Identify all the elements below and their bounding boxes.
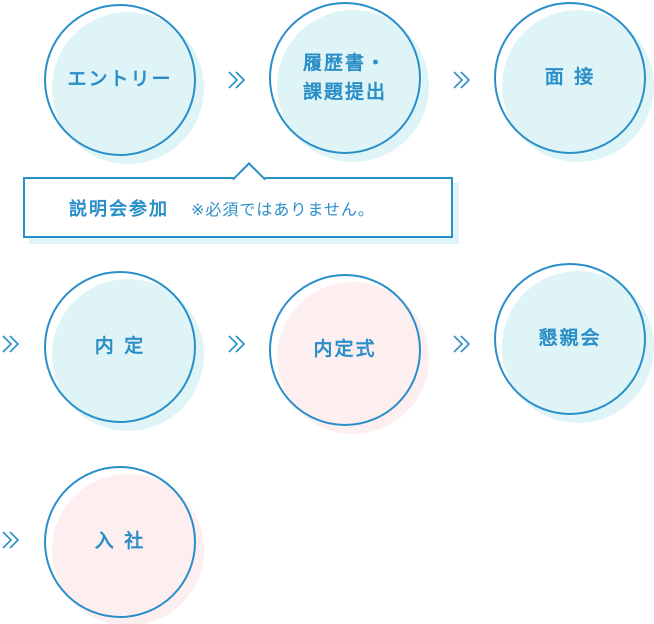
step-label: 入 社 (94, 530, 146, 553)
step-label: 履歴書・課題提出 (302, 51, 387, 103)
double-chevron-right-icon (453, 335, 471, 353)
step-circle: 履歴書・課題提出 (269, 2, 421, 154)
double-chevron-right-icon (453, 71, 471, 89)
step-entry: エントリー (44, 4, 204, 164)
step-circle: 懇親会 (494, 263, 646, 415)
double-chevron-right-icon (2, 531, 20, 549)
step-resume-submission: 履歴書・課題提出 (269, 2, 429, 162)
double-chevron-right-icon (228, 71, 246, 89)
callout-title: 説明会参加 (69, 198, 169, 220)
step-label: 内定式 (313, 338, 377, 361)
step-circle: 入 社 (44, 466, 196, 618)
step-label: 内 定 (94, 335, 146, 358)
info-session-callout: 説明会参加 ※必須ではありません。 (23, 162, 453, 238)
double-chevron-right-icon (228, 335, 246, 353)
step-label: 懇親会 (538, 327, 602, 350)
callout-note: ※必須ではありません。 (191, 199, 375, 219)
step-label: 面 接 (544, 66, 596, 89)
callout-pointer (232, 162, 266, 196)
step-circle: エントリー (44, 4, 196, 156)
step-joining: 入 社 (44, 466, 204, 624)
step-offer: 内 定 (44, 271, 204, 431)
step-circle: 内 定 (44, 271, 196, 423)
step-label: エントリー (67, 68, 173, 91)
step-circle: 面 接 (494, 2, 646, 154)
step-circle: 内定式 (269, 274, 421, 426)
step-offer-ceremony: 内定式 (269, 274, 429, 434)
step-social-gathering: 懇親会 (494, 263, 654, 423)
double-chevron-right-icon (2, 335, 20, 353)
step-interview: 面 接 (494, 2, 654, 162)
